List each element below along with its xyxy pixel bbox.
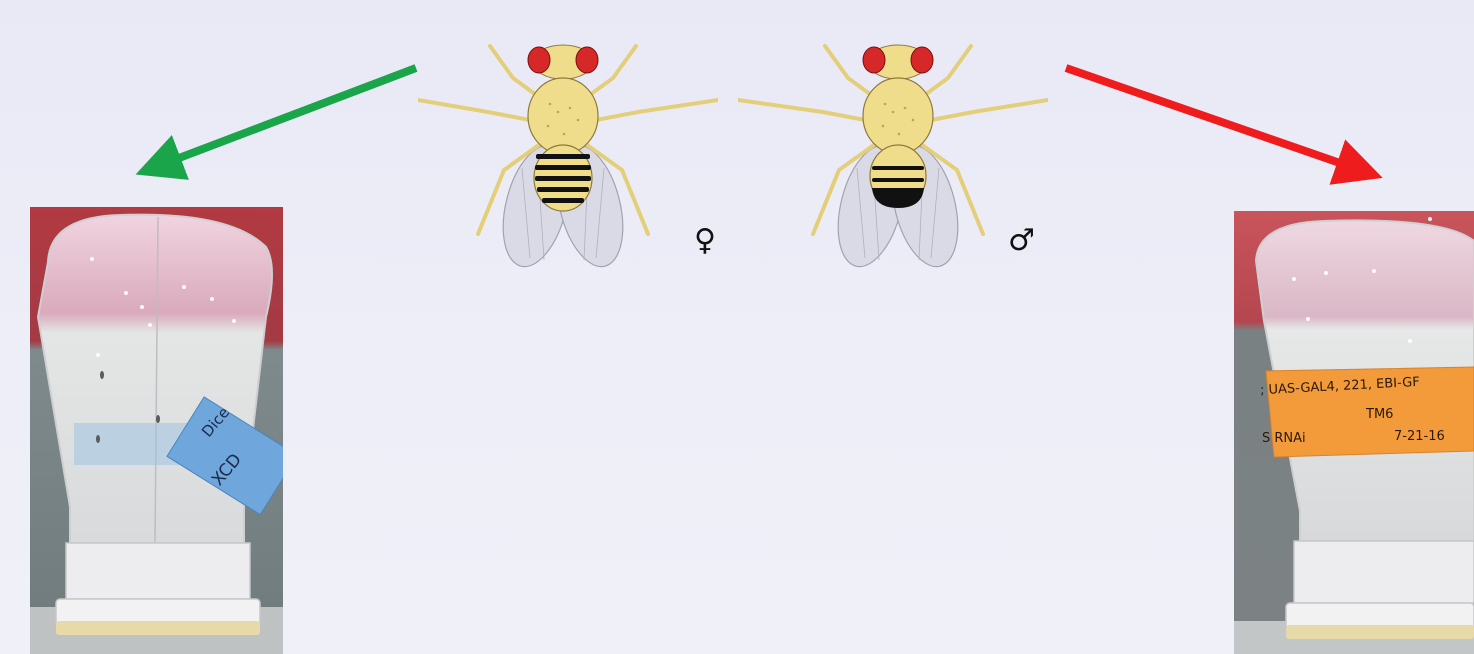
- female-symbol: ♀: [694, 226, 716, 256]
- arrow-to-right-vial: [1066, 68, 1360, 170]
- right-vial-photo: ; UAS-GAL4, 221, EBI-GF TM6 S RNAi 7-21-…: [1234, 211, 1474, 654]
- left-vial-photo: Dice XCD: [30, 207, 283, 654]
- female-fly-icon: [418, 38, 718, 268]
- male-fly-icon: [738, 38, 1048, 268]
- right-vial-label-line2: TM6: [1366, 407, 1393, 422]
- right-vial-label-line3: S RNAi: [1262, 431, 1306, 446]
- arrow-to-left-vial: [158, 68, 416, 166]
- right-vial-label-date: 7-21-16: [1394, 429, 1445, 444]
- male-symbol: ♂: [1008, 226, 1035, 256]
